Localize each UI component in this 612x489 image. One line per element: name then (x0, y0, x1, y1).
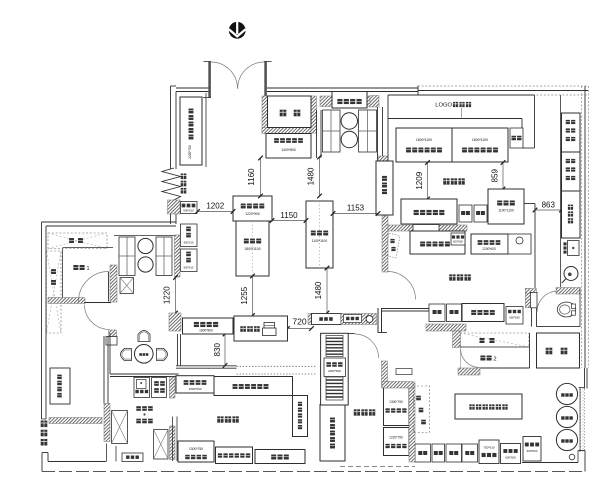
svg-text:600*600: 600*600 (453, 240, 463, 244)
svg-text:720: 720 (292, 317, 307, 327)
svg-text:1800*1100: 1800*1100 (416, 138, 432, 142)
svg-text:1480: 1480 (314, 281, 323, 299)
svg-text:1153: 1153 (347, 204, 365, 213)
svg-text:1255: 1255 (240, 286, 249, 304)
svg-text:900*610: 900*610 (184, 266, 194, 270)
svg-text:1300*750: 1300*750 (189, 447, 203, 451)
svg-text:1220*750: 1220*750 (389, 436, 403, 440)
svg-text:1500*600: 1500*600 (189, 387, 202, 391)
svg-text:1202: 1202 (206, 202, 224, 211)
svg-text:1220: 1220 (163, 286, 172, 304)
svg-text:1400*800: 1400*800 (281, 148, 296, 152)
svg-text:1220*900: 1220*900 (245, 212, 260, 216)
svg-text:863: 863 (542, 201, 556, 210)
svg-text:2: 2 (493, 357, 496, 363)
svg-text:1: 1 (86, 266, 89, 272)
svg-text:1209: 1209 (415, 171, 424, 189)
svg-text:1200*700: 1200*700 (188, 145, 192, 159)
svg-text:900*610: 900*610 (183, 209, 194, 213)
svg-text:1150: 1150 (280, 211, 298, 220)
svg-text:830: 830 (213, 343, 222, 357)
svg-text:1800*1100: 1800*1100 (244, 247, 260, 251)
svg-text:1480: 1480 (307, 167, 316, 185)
svg-text:1160: 1160 (247, 168, 256, 186)
svg-text:1100*1100: 1100*1100 (498, 209, 514, 213)
svg-text:1800*800: 1800*800 (199, 329, 213, 333)
svg-text:859: 859 (491, 169, 500, 183)
svg-text:650*650: 650*650 (509, 316, 520, 320)
svg-text:750*610: 750*610 (483, 446, 495, 450)
svg-text:1300*750: 1300*750 (389, 400, 403, 404)
svg-text:1100*1100: 1100*1100 (312, 239, 328, 243)
svg-text:LOGO: LOGO (435, 103, 452, 109)
svg-text:600*600: 600*600 (527, 449, 538, 453)
svg-text:1200*600: 1200*600 (482, 247, 496, 251)
svg-text:900*610: 900*610 (184, 241, 194, 245)
svg-text:2300*600: 2300*600 (328, 369, 341, 373)
svg-text:600*600: 600*600 (505, 456, 516, 460)
svg-text:1800*1100: 1800*1100 (472, 138, 488, 142)
